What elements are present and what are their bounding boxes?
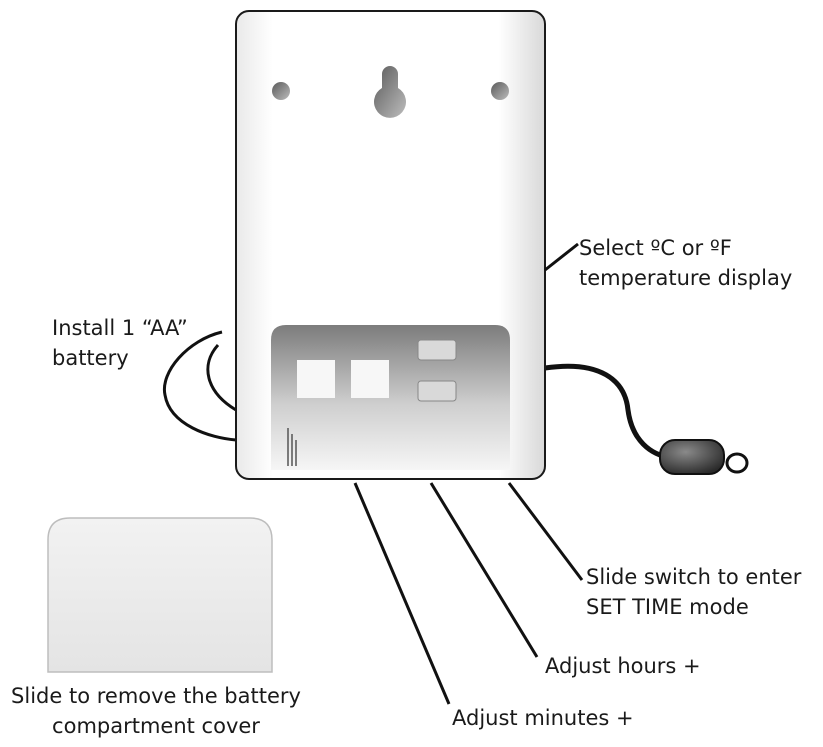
callout-temperature-line1: Select ºC or ºF (579, 236, 732, 260)
switch-bottom (417, 380, 457, 402)
button-right (351, 360, 389, 398)
callout-minutes: Adjust minutes + (452, 703, 634, 733)
vent-marks (287, 428, 297, 466)
callout-hours-line1: Adjust hours + (545, 654, 701, 678)
probe-head (659, 439, 749, 475)
battery-cover (47, 517, 273, 673)
callout-set-time: Slide switch to enter SET TIME mode (586, 562, 801, 622)
callout-cover-line2: compartment cover (52, 714, 260, 738)
callout-hours: Adjust hours + (545, 651, 701, 681)
battery-flap-inner (206, 343, 237, 412)
callout-battery-line2: battery (52, 346, 129, 370)
keyhole-slot (374, 66, 406, 118)
callout-set-time-line1: Slide switch to enter (586, 565, 802, 589)
leader-hours (429, 482, 539, 658)
leader-minutes (353, 482, 451, 705)
button-left (297, 360, 335, 398)
leader-set-time (507, 482, 584, 581)
switch-top (417, 339, 457, 361)
callout-battery-line1: Install 1 “AA” (52, 316, 188, 340)
probe-cable (542, 363, 675, 461)
mount-hole-left (272, 82, 290, 100)
mount-hole-right (491, 82, 509, 100)
battery-flap-outline (162, 330, 237, 442)
callout-temperature: Select ºC or ºF temperature display (579, 233, 792, 293)
callout-cover: Slide to remove the battery compartment … (0, 681, 312, 741)
callout-battery: Install 1 “AA” battery (52, 313, 188, 373)
leader-temperature (544, 242, 579, 272)
callout-set-time-line2: SET TIME mode (586, 595, 749, 619)
callout-temperature-line2: temperature display (579, 266, 793, 290)
callout-minutes-line1: Adjust minutes + (452, 706, 634, 730)
callout-cover-line1: Slide to remove the battery (11, 684, 301, 708)
